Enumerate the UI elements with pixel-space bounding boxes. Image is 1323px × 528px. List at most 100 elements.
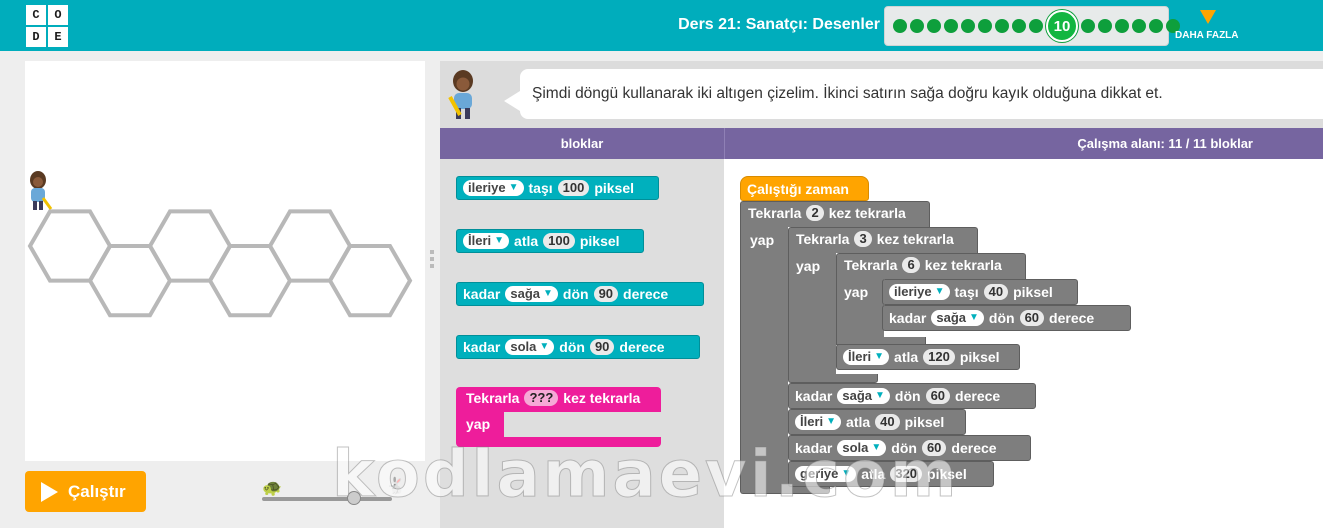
- artist-canvas: [25, 61, 425, 461]
- direction-dropdown[interactable]: İleri▼: [795, 414, 842, 430]
- block-text: piksel: [904, 414, 945, 430]
- code-logo[interactable]: C O D E: [26, 5, 68, 47]
- toolbox-turn-left-block[interactable]: kadar sola▼ dön 90 derece: [456, 335, 700, 359]
- level-dot[interactable]: [1149, 19, 1163, 33]
- direction-value: geriye: [800, 466, 839, 481]
- hexagon-shape: [87, 244, 173, 318]
- repeat-count-input[interactable]: 3: [854, 231, 872, 247]
- workspace: Çalıştığı zaman Tekrarla 2 kez tekrarla …: [724, 159, 1323, 528]
- level-dot[interactable]: [1012, 19, 1026, 33]
- turn-right-block[interactable]: kadar sağa▼ dön 60 derece: [882, 305, 1131, 331]
- value-input[interactable]: 100: [557, 180, 590, 196]
- direction-value: İleri: [800, 414, 824, 429]
- value-input[interactable]: 60: [925, 388, 951, 404]
- panel-resize-handle[interactable]: [430, 250, 434, 270]
- level-dot[interactable]: [1029, 19, 1043, 33]
- speed-slider-handle[interactable]: [347, 491, 361, 505]
- hexagon-shape: [207, 244, 293, 318]
- direction-value: sola: [842, 440, 869, 455]
- run-button-label: Çalıştır: [68, 481, 126, 501]
- direction-dropdown[interactable]: İleri▼: [843, 349, 890, 365]
- level-dot[interactable]: [1081, 19, 1095, 33]
- direction-dropdown[interactable]: sağa▼: [837, 388, 890, 404]
- turn-right-block[interactable]: kadar sağa▼ dön 60 derece: [788, 383, 1036, 409]
- level-dot[interactable]: [1115, 19, 1129, 33]
- block-text: kadar: [463, 339, 501, 355]
- value-input[interactable]: 40: [983, 284, 1009, 300]
- block-text: dön: [891, 440, 917, 456]
- level-dot[interactable]: [927, 19, 941, 33]
- toolbox-turn-right-block[interactable]: kadar sağa▼ dön 90 derece: [456, 282, 704, 306]
- move-forward-block[interactable]: ileriye▼ taşı 40 piksel: [882, 279, 1078, 305]
- direction-value: ileriye: [468, 180, 506, 195]
- level-dot[interactable]: [978, 19, 992, 33]
- lesson-title[interactable]: Ders 21: Sanatçı: Desenler: [678, 16, 880, 33]
- block-text: atla: [514, 233, 539, 249]
- toolbox: ileriye▼ taşı 100 piksel İleri▼ atla 100…: [440, 159, 724, 528]
- repeat-count-input[interactable]: 2: [806, 205, 824, 221]
- jump-backward-block[interactable]: geriye▼ atla 320 piksel: [788, 461, 994, 487]
- value-input[interactable]: 120: [923, 349, 955, 365]
- play-icon: [41, 481, 58, 502]
- block-text: kadar: [463, 286, 501, 302]
- block-text: dön: [988, 310, 1015, 326]
- more-arrow-icon[interactable]: [1200, 10, 1216, 24]
- value-input[interactable]: 40: [875, 414, 900, 430]
- dropdown-caret-icon: ▼: [539, 341, 550, 352]
- turn-left-block[interactable]: kadar sola▼ dön 60 derece: [788, 435, 1031, 461]
- speed-slider[interactable]: [262, 497, 392, 501]
- hexagon-drawing: [27, 209, 413, 318]
- direction-dropdown[interactable]: İleri▼: [463, 233, 510, 249]
- level-dot[interactable]: [995, 19, 1009, 33]
- level-dot[interactable]: [1166, 19, 1180, 33]
- dropdown-caret-icon: ▼: [494, 235, 505, 246]
- level-dot[interactable]: [1098, 19, 1112, 33]
- value-input[interactable]: 60: [1019, 310, 1045, 326]
- watermark: kodlamaevi.com: [332, 438, 960, 513]
- direction-value: sağa: [936, 310, 966, 325]
- toolbox-jump-forward-block[interactable]: İleri▼ atla 100 piksel: [456, 229, 644, 253]
- run-button[interactable]: Çalıştır: [25, 471, 146, 512]
- value-input[interactable]: 90: [593, 286, 619, 302]
- direction-dropdown[interactable]: geriye▼: [795, 466, 857, 482]
- direction-dropdown[interactable]: sola▼: [837, 440, 887, 456]
- level-dot[interactable]: [893, 19, 907, 33]
- block-text: kadar: [889, 310, 927, 326]
- value-input[interactable]: 90: [589, 339, 615, 355]
- value-input[interactable]: 320: [890, 466, 923, 482]
- block-text: kez tekrarla: [828, 205, 906, 221]
- repeat-count-input[interactable]: ???: [524, 390, 559, 406]
- more-button[interactable]: DAHA FAZLA: [1175, 30, 1239, 41]
- toolbox-repeat-block[interactable]: Tekrarla ??? kez tekrarla yap: [456, 387, 661, 447]
- direction-dropdown[interactable]: sağa▼: [505, 286, 558, 302]
- jump-forward-block[interactable]: İleri▼ atla 120 piksel: [836, 344, 1020, 370]
- workspace-header: Çalışma alanı: 11 / 11 bloklar: [724, 128, 1323, 159]
- level-dot[interactable]: [1132, 19, 1146, 33]
- dropdown-caret-icon: ▼: [543, 288, 553, 299]
- jump-forward-block[interactable]: İleri▼ atla 40 piksel: [788, 409, 966, 435]
- current-level-dot[interactable]: 10: [1046, 10, 1078, 42]
- direction-value: sağa: [510, 286, 540, 301]
- block-text: derece: [619, 339, 665, 355]
- toolbox-move-forward-block[interactable]: ileriye▼ taşı 100 piksel: [456, 176, 659, 200]
- direction-dropdown[interactable]: ileriye▼: [889, 284, 950, 300]
- level-dot[interactable]: [961, 19, 975, 33]
- repeat-count-input[interactable]: 6: [902, 257, 920, 273]
- direction-dropdown[interactable]: sola▼: [505, 339, 555, 355]
- block-text: yap: [466, 416, 491, 432]
- repeat-3-block[interactable]: Tekrarla 3 kez tekrarla yap: [788, 227, 978, 383]
- block-text: yap: [750, 232, 775, 248]
- block-text: Tekrarla: [748, 205, 802, 221]
- level-dot[interactable]: [910, 19, 924, 33]
- dropdown-caret-icon: ▼: [841, 468, 852, 479]
- level-dot[interactable]: [944, 19, 958, 33]
- repeat-2-block[interactable]: Tekrarla 2 kez tekrarla yap: [740, 201, 930, 494]
- block-text: piksel: [959, 349, 1000, 365]
- block-text: dön: [894, 388, 921, 404]
- repeat-6-block[interactable]: Tekrarla 6 kez tekrarla yap: [836, 253, 1026, 337]
- when-run-block[interactable]: Çalıştığı zaman: [740, 176, 869, 201]
- value-input[interactable]: 60: [921, 440, 947, 456]
- direction-dropdown[interactable]: ileriye▼: [463, 180, 524, 196]
- value-input[interactable]: 100: [543, 233, 575, 249]
- direction-dropdown[interactable]: sağa▼: [931, 310, 984, 326]
